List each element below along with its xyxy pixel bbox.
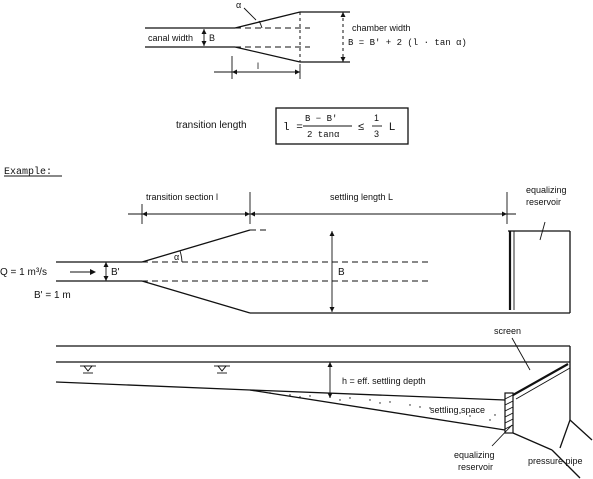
plan-alpha-label: α	[174, 252, 179, 262]
screen-label: screen	[494, 326, 521, 336]
h-arrow-down	[327, 393, 333, 398]
pipe-inlet	[559, 419, 571, 449]
equalizing-reservoir-label-2: reservoir	[526, 197, 561, 207]
alpha-arc	[258, 20, 263, 29]
b-arrow-down	[201, 41, 207, 46]
plan-flare-bottom	[141, 280, 251, 314]
b-prime-arrow-down	[103, 276, 109, 281]
dim-arrow-4	[502, 211, 507, 217]
dim-arrow-3	[250, 211, 255, 217]
chamber-arrow-up	[340, 12, 346, 17]
plan-b-label: B	[338, 267, 345, 278]
formula-numerator: B − B'	[305, 114, 337, 124]
sediment-hatch	[269, 392, 496, 421]
dim-arrow-1	[142, 211, 147, 217]
q-label: Q = 1 m³/s	[0, 267, 47, 278]
top-plan: α canal width B chamber width B = B' + 2…	[145, 0, 467, 79]
example-title: Example:	[4, 166, 52, 178]
b-arrow-up	[201, 29, 207, 34]
settling-space-label: settling space	[430, 405, 485, 415]
formula-denominator: 2 tanα	[307, 130, 340, 140]
chamber-arrow-down	[340, 57, 346, 62]
water-level-symbol-2	[214, 365, 230, 374]
chamber-formula: B = B' + 2 (l · tan α)	[348, 38, 467, 48]
canal-bed	[55, 381, 251, 391]
section-reservoir-leader	[491, 424, 513, 447]
b-prime-value: B' = 1 m	[34, 290, 71, 301]
flare-bottom	[234, 46, 301, 63]
example-plan: Example: transition section l settling l…	[0, 166, 571, 314]
b-prime-arrow-up	[103, 262, 109, 267]
formula-lhs: l =	[283, 122, 303, 134]
canal-width-label: canal width	[148, 33, 193, 43]
chamber-width-label: chamber width	[352, 23, 411, 33]
reservoir-floor	[512, 432, 553, 451]
screen-leader	[511, 337, 531, 371]
alpha-label: α	[236, 0, 241, 10]
formula-frac-den: 3	[374, 129, 379, 139]
water-level-symbol-1	[80, 365, 96, 374]
formula-rhs: L	[389, 121, 395, 133]
flare-top	[234, 11, 301, 29]
equalizing-reservoir-label-1: equalizing	[526, 185, 567, 195]
pipe-top	[569, 419, 593, 441]
longitudinal-section: screen	[55, 326, 593, 479]
formula-box	[275, 107, 409, 145]
b-label: B	[209, 33, 215, 43]
h-arrow-up	[327, 362, 333, 367]
section-reservoir-label-2: reservoir	[458, 462, 493, 472]
section-reservoir-label-1: equalizing	[454, 450, 495, 460]
plan-flare-top	[141, 229, 251, 263]
pressure-pipe-label: pressure pipe	[528, 456, 583, 466]
transition-length-label: transition length	[176, 120, 247, 131]
dim-arrow-2	[245, 211, 250, 217]
sediment-top	[249, 389, 506, 401]
h-label: h = eff. settling depth	[342, 376, 426, 386]
screen-slope-inner	[515, 367, 571, 400]
alpha-leader	[243, 7, 257, 21]
l-label: l	[257, 61, 259, 71]
flow-arrow-head	[90, 269, 96, 275]
formula-frac-num: 1	[374, 113, 379, 123]
l-arrow-right	[295, 69, 300, 75]
screen-wall-hatch	[504, 394, 514, 430]
reservoir-leader	[539, 221, 546, 241]
pipe-bottom	[551, 449, 581, 479]
l-arrow-left	[232, 69, 237, 75]
plan-b-arrow-up	[329, 231, 335, 236]
b-prime-label: B'	[111, 267, 120, 278]
settling-length-label: settling length L	[330, 192, 393, 202]
plan-b-arrow-down	[329, 307, 335, 312]
screen-slope	[512, 363, 569, 396]
formula-le: ≤	[358, 121, 364, 133]
transition-length-formula: transition length l = B − B' 2 tanα ≤ 1 …	[176, 107, 409, 145]
plan-alpha-arc	[179, 250, 183, 263]
settling-floor	[249, 389, 506, 431]
transition-section-label: transition section l	[146, 192, 218, 202]
